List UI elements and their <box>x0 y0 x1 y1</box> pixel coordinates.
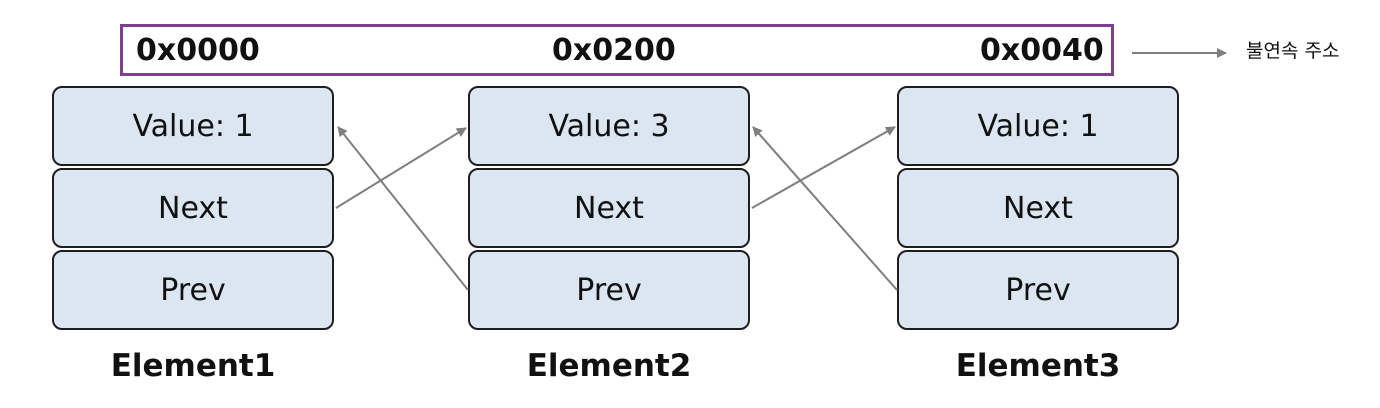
element3-label: Element3 <box>955 348 1121 384</box>
prev-arrow-3-to-2 <box>752 126 898 291</box>
address-element3: 0x0040 <box>980 33 1104 68</box>
address-element1: 0x0000 <box>136 33 260 68</box>
element3-value-box: Value: 1 <box>897 86 1179 166</box>
next-arrow-1-to-2 <box>335 127 467 209</box>
element1-prev-box: Prev <box>52 250 334 330</box>
element2-value-box: Value: 3 <box>468 86 750 166</box>
element3-prev-box: Prev <box>897 250 1179 330</box>
next-arrow-2-to-3 <box>751 126 896 209</box>
element1-value-box: Value: 1 <box>52 86 334 166</box>
element2-label: Element2 <box>526 348 692 384</box>
element3-next-box: Next <box>897 168 1179 248</box>
prev-arrow-2-to-1 <box>337 126 469 291</box>
address-bar <box>120 24 1114 76</box>
element1-label: Element1 <box>110 348 276 384</box>
address-element2: 0x0200 <box>552 33 676 68</box>
element2-next-box: Next <box>468 168 750 248</box>
noncontiguous-address-label: 불연속 주소 <box>1246 40 1340 62</box>
element2-prev-box: Prev <box>468 250 750 330</box>
element1-next-box: Next <box>52 168 334 248</box>
